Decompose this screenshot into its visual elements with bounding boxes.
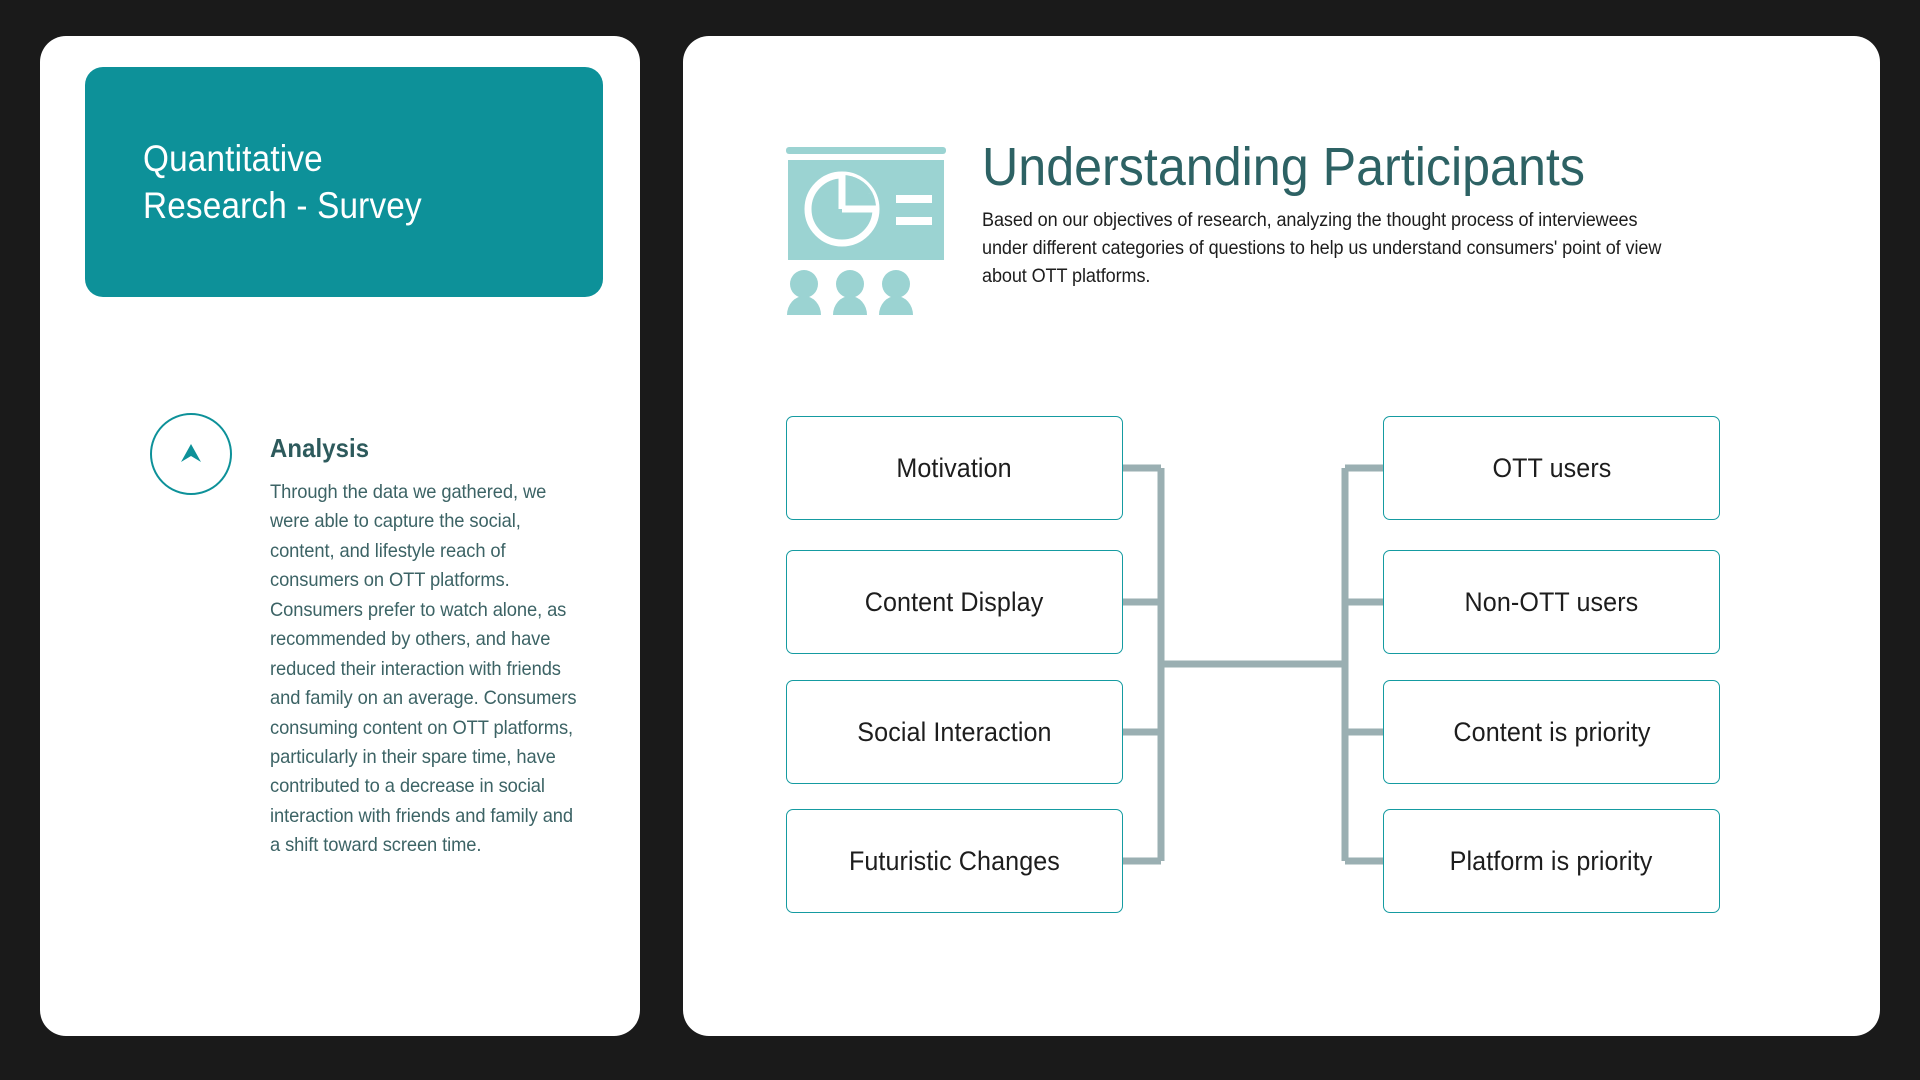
node-label: Non-OTT users xyxy=(1464,586,1639,617)
section-title-text: Quantitative Research - Survey xyxy=(143,137,422,226)
diagram-node-ott-users[interactable]: OTT users xyxy=(1383,416,1720,520)
diagram-node-social-interaction[interactable]: Social Interaction xyxy=(786,680,1123,784)
diagram-node-content-display[interactable]: Content Display xyxy=(786,550,1123,654)
page-title: Understanding Participants xyxy=(982,137,1585,197)
node-label: Social Interaction xyxy=(857,716,1052,747)
section-title-banner: Quantitative Research - Survey xyxy=(85,67,603,297)
diagram-node-motivation[interactable]: Motivation xyxy=(786,416,1123,520)
panel-header: Understanding Participants Based on our … xyxy=(786,139,1700,320)
node-label: Content is priority xyxy=(1452,716,1651,747)
analysis-block: Analysis Through the data we gathered, w… xyxy=(150,411,600,861)
node-label: OTT users xyxy=(1492,452,1611,483)
presentation-pie-chart-audience-icon xyxy=(786,147,946,320)
analysis-heading: Analysis xyxy=(270,433,370,463)
diagram-node-non-ott-users[interactable]: Non-OTT users xyxy=(1383,550,1720,654)
analysis-body-text: Through the data we gathered, we were ab… xyxy=(270,481,577,857)
analysis-text-group: Analysis Through the data we gathered, w… xyxy=(270,411,598,861)
node-label: Platform is priority xyxy=(1450,845,1653,876)
diagram-node-platform-is-priority[interactable]: Platform is priority xyxy=(1383,809,1720,913)
node-label: Content Display xyxy=(865,586,1044,617)
bracket-tree-diagram: Motivation Content Display Social Intera… xyxy=(683,416,1880,956)
diagram-node-content-is-priority[interactable]: Content is priority xyxy=(1383,680,1720,784)
node-label: Futuristic Changes xyxy=(848,845,1061,876)
panel-description: Based on our objectives of research, ana… xyxy=(982,210,1662,288)
right-panel-card: Understanding Participants Based on our … xyxy=(683,36,1880,1036)
left-panel-card: Quantitative Research - Survey Analysis … xyxy=(40,36,640,1036)
node-label: Motivation xyxy=(896,452,1013,483)
panel-header-text-group: Understanding Participants Based on our … xyxy=(982,139,1700,291)
diagram-node-futuristic-changes[interactable]: Futuristic Changes xyxy=(786,809,1123,913)
arrow-up-circle-icon xyxy=(150,413,232,495)
